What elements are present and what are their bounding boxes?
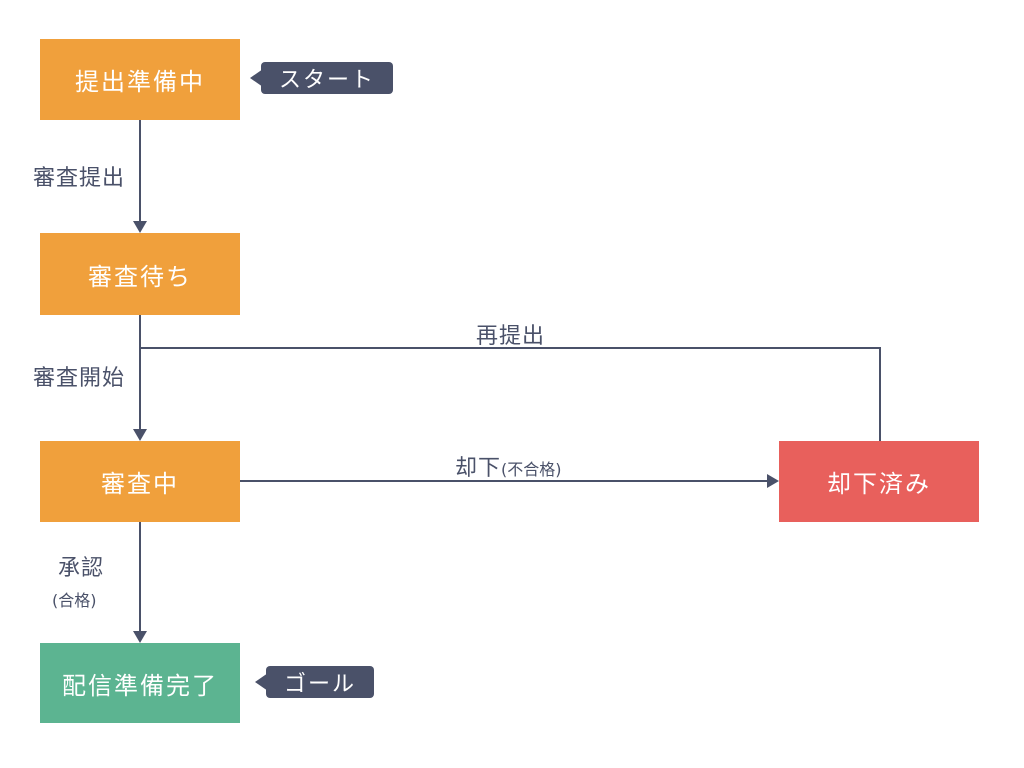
node-label: 審査待ち [88, 262, 192, 291]
arrowhead-down-icon [133, 429, 147, 441]
badge-pointer-left-icon [250, 69, 263, 87]
edge-line-approve [139, 522, 141, 640]
node-label: 提出準備中 [75, 68, 205, 96]
edge-line-resubmit-vertical [879, 347, 881, 441]
node-waiting-review[interactable]: 審査待ち [40, 233, 240, 315]
edge-label-resubmit: 再提出 [476, 324, 546, 349]
goal-badge[interactable]: ゴール [255, 666, 375, 698]
badge-pointer-left-icon [255, 673, 268, 691]
node-preparing-submission[interactable]: 提出準備中 [40, 39, 240, 120]
node-ready-for-release[interactable]: 配信準備完了 [40, 643, 240, 723]
edge-label-approve: 承認 [58, 556, 105, 581]
edge-label-reject-main: 却下 [455, 456, 502, 481]
edge-label-reject-sub: (不合格) [501, 460, 562, 479]
edge-line-reject [240, 480, 768, 482]
node-label: 配信準備完了 [62, 671, 218, 700]
edge-line-begin [139, 315, 141, 438]
node-rejected[interactable]: 却下済み [779, 441, 979, 522]
edge-line-submit [139, 120, 141, 230]
arrowhead-down-icon [133, 221, 147, 233]
edge-label-approve-sub: (合格) [52, 591, 97, 610]
goal-badge-label: ゴール [266, 666, 375, 698]
edge-line-resubmit-horizontal [139, 347, 881, 349]
arrowhead-right-icon [767, 474, 779, 488]
node-in-review[interactable]: 審査中 [40, 441, 240, 522]
edge-label-reject: 却下(不合格) [455, 450, 562, 482]
arrowhead-down-icon [133, 631, 147, 643]
start-badge-label: スタート [261, 62, 394, 94]
node-label: 却下済み [827, 470, 931, 498]
start-badge[interactable]: スタート [250, 62, 394, 94]
edge-label-begin: 審査開始 [33, 366, 126, 391]
edge-label-submit: 審査提出 [33, 166, 126, 191]
node-label: 審査中 [101, 470, 179, 498]
